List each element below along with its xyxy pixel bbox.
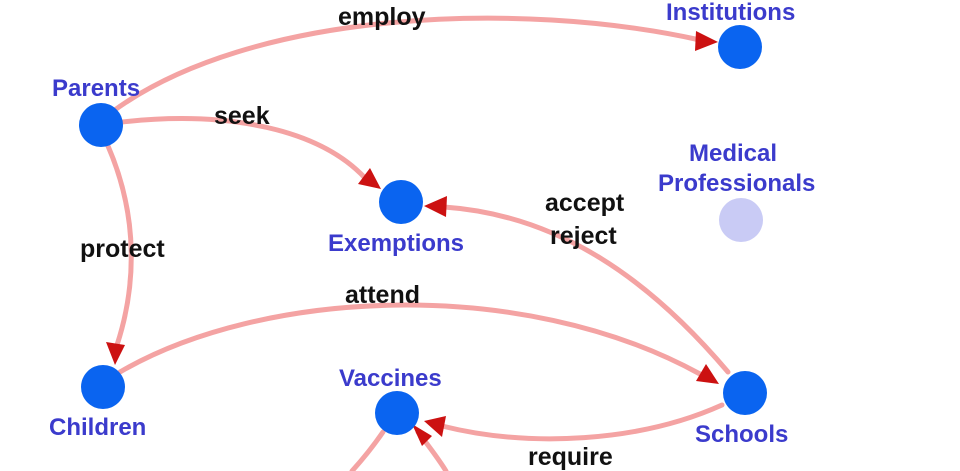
edge-employ[interactable] bbox=[109, 15, 718, 115]
edge-vaccines-outgoing bbox=[349, 424, 449, 471]
node-vaccines-circle[interactable] bbox=[375, 391, 419, 435]
node-institutions-label: Institutions bbox=[666, 0, 795, 26]
node-parents[interactable]: Parents bbox=[52, 75, 140, 147]
node-schools-circle[interactable] bbox=[723, 371, 767, 415]
edge-label-require: require bbox=[528, 443, 613, 471]
node-vaccines-label: Vaccines bbox=[339, 365, 442, 392]
node-exemptions-label: Exemptions bbox=[328, 230, 464, 257]
edge-require-line bbox=[439, 402, 725, 442]
node-medical-label-line2: Professionals bbox=[658, 170, 815, 197]
edge-seek[interactable] bbox=[119, 116, 381, 189]
edge-accept-reject[interactable] bbox=[424, 196, 731, 375]
edge-attend-line bbox=[117, 302, 703, 377]
edge-label-employ: employ bbox=[338, 3, 426, 31]
edge-vaccines-right-arrowhead bbox=[412, 424, 432, 446]
node-children-circle[interactable] bbox=[81, 365, 125, 409]
edge-accept-reject-arrowhead bbox=[424, 196, 447, 217]
edge-require-arrowhead bbox=[424, 416, 446, 437]
node-vaccines[interactable]: Vaccines bbox=[339, 365, 442, 435]
node-institutions-circle[interactable] bbox=[718, 25, 762, 69]
edge-label-reject: reject bbox=[550, 222, 617, 250]
node-parents-label: Parents bbox=[52, 75, 140, 102]
node-medical-label-line1: Medical bbox=[689, 140, 777, 167]
node-schools[interactable]: Schools bbox=[695, 371, 788, 448]
node-schools-label: Schools bbox=[695, 421, 788, 448]
edge-label-protect: protect bbox=[80, 235, 165, 263]
edge-labels: employ seek protect accept reject attend… bbox=[80, 3, 625, 471]
edge-seek-line bbox=[119, 116, 368, 181]
edge-attend[interactable] bbox=[117, 302, 719, 384]
edge-employ-line bbox=[109, 15, 703, 115]
node-parents-circle[interactable] bbox=[79, 103, 123, 147]
node-children[interactable]: Children bbox=[49, 365, 146, 441]
edge-accept-reject-line bbox=[441, 204, 731, 375]
node-medical-professionals[interactable]: Medical Professionals bbox=[658, 140, 815, 242]
edge-label-attend: attend bbox=[345, 281, 420, 309]
edge-attend-arrowhead bbox=[696, 364, 719, 384]
node-exemptions-circle[interactable] bbox=[379, 180, 423, 224]
node-medical-professionals-circle[interactable] bbox=[719, 198, 763, 242]
edge-label-seek: seek bbox=[214, 102, 270, 130]
edge-require[interactable] bbox=[424, 402, 725, 442]
node-institutions[interactable]: Institutions bbox=[666, 0, 795, 69]
edge-protect-line bbox=[105, 143, 134, 348]
node-children-label: Children bbox=[49, 414, 146, 441]
edge-protect-arrowhead bbox=[106, 342, 125, 365]
edge-seek-arrowhead bbox=[358, 168, 381, 189]
edge-protect[interactable] bbox=[105, 143, 134, 365]
node-exemptions[interactable]: Exemptions bbox=[328, 180, 464, 257]
edges bbox=[105, 15, 731, 471]
nodes: Parents Institutions Exemptions Medical … bbox=[49, 0, 815, 448]
edge-label-accept: accept bbox=[545, 189, 625, 217]
edge-vaccines-left-line bbox=[349, 429, 386, 471]
edge-employ-arrowhead bbox=[695, 31, 718, 51]
